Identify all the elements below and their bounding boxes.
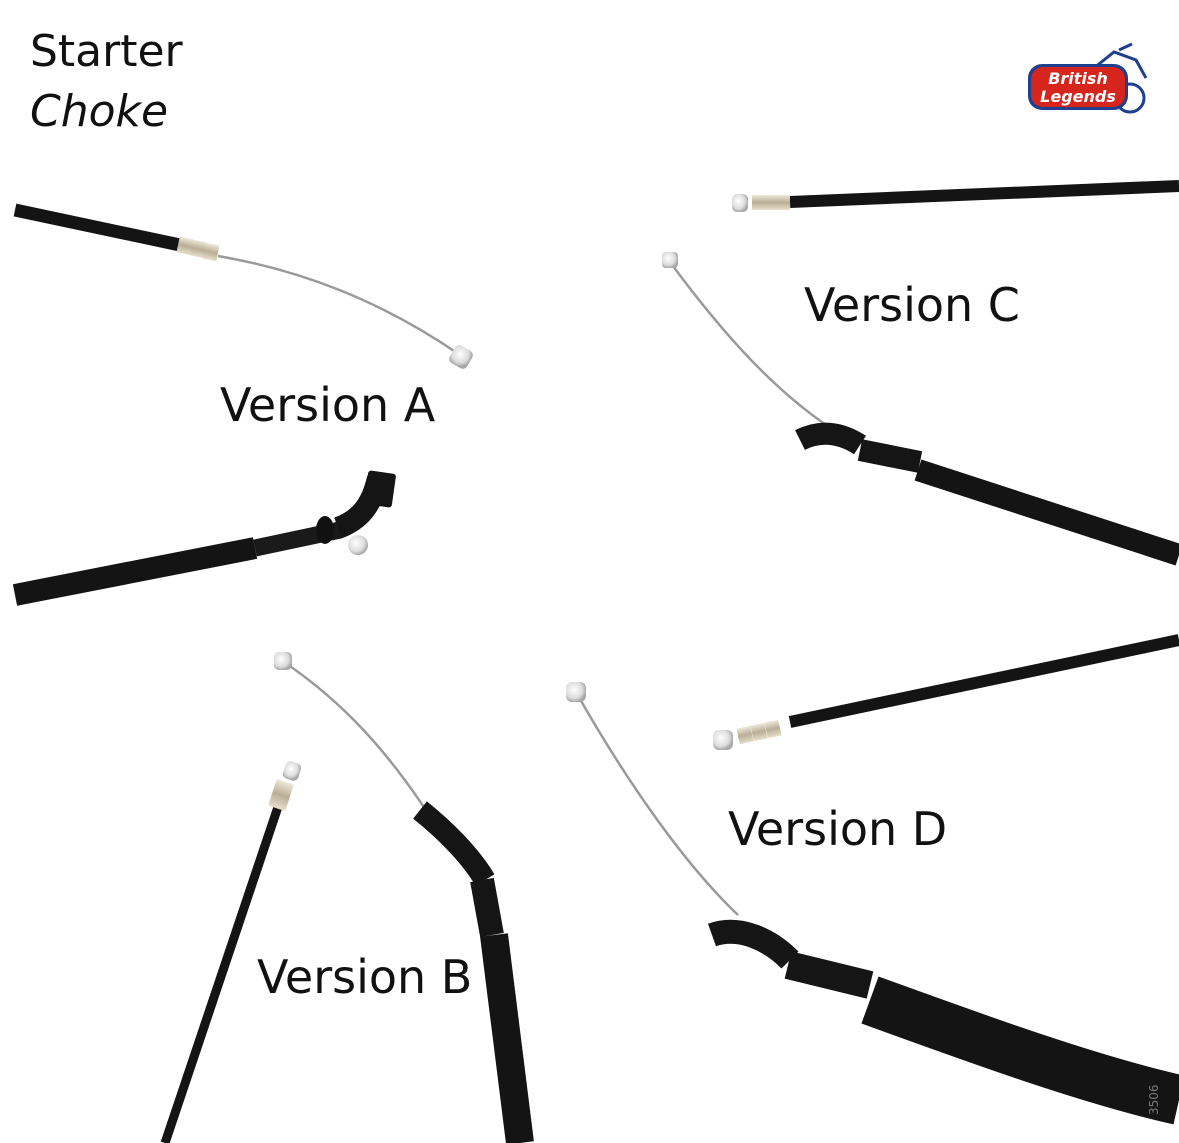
label-version-b: Version B (257, 950, 473, 1004)
logo-text-british: British (1048, 69, 1108, 88)
logo-text-legends: Legends (1040, 87, 1116, 106)
title-starter: Starter (30, 26, 183, 77)
title-choke: Choke (30, 85, 169, 137)
british-legends-logo: British Legends (1028, 42, 1148, 114)
page-title: Starter Choke (30, 22, 183, 142)
cable-version-a (12, 203, 473, 606)
label-version-c: Version C (804, 278, 1020, 332)
label-version-d: Version D (728, 802, 948, 856)
cable-version-d: 3506 (566, 634, 1179, 1125)
cable-version-b (160, 652, 534, 1143)
cable-marking: 3506 (1147, 1084, 1161, 1115)
label-version-a: Version A (220, 378, 436, 432)
cable-version-c (662, 180, 1179, 566)
ferrule-a-top (176, 236, 220, 262)
